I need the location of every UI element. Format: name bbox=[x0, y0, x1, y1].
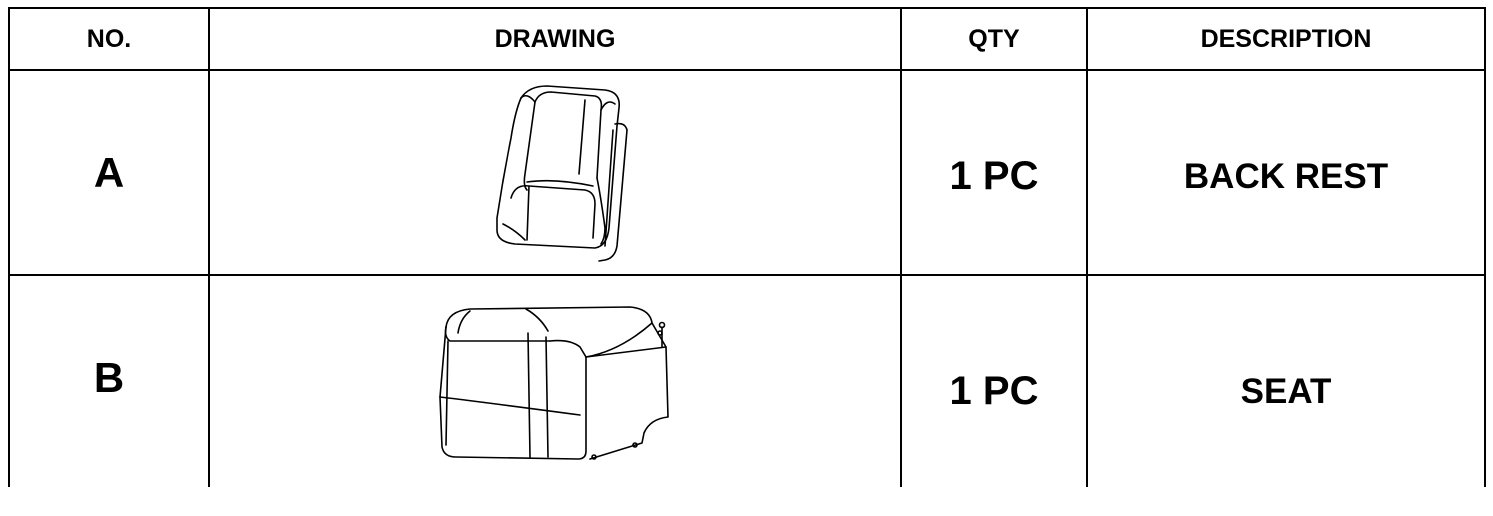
part-drawing bbox=[208, 69, 902, 276]
header-drawing: DRAWING bbox=[208, 7, 902, 71]
header-row: NO. DRAWING QTY DESCRIPTION bbox=[8, 7, 1486, 71]
parts-table: NO. DRAWING QTY DESCRIPTION A bbox=[8, 7, 1486, 487]
part-no: B bbox=[8, 274, 210, 487]
part-drawing bbox=[208, 274, 902, 487]
part-no: A bbox=[8, 69, 210, 276]
part-description: SEAT bbox=[1086, 274, 1486, 487]
header-no: NO. bbox=[8, 7, 210, 71]
header-description: DESCRIPTION bbox=[1086, 7, 1486, 71]
part-description: BACK REST bbox=[1086, 69, 1486, 276]
table-row: B bbox=[8, 274, 1486, 487]
part-qty: 1 PC bbox=[900, 274, 1088, 487]
seat-drawing-icon bbox=[439, 305, 669, 460]
part-qty: 1 PC bbox=[900, 69, 1088, 276]
table-row: A bbox=[8, 69, 1486, 276]
back-rest-drawing-icon bbox=[496, 84, 628, 262]
header-qty: QTY bbox=[900, 7, 1088, 71]
